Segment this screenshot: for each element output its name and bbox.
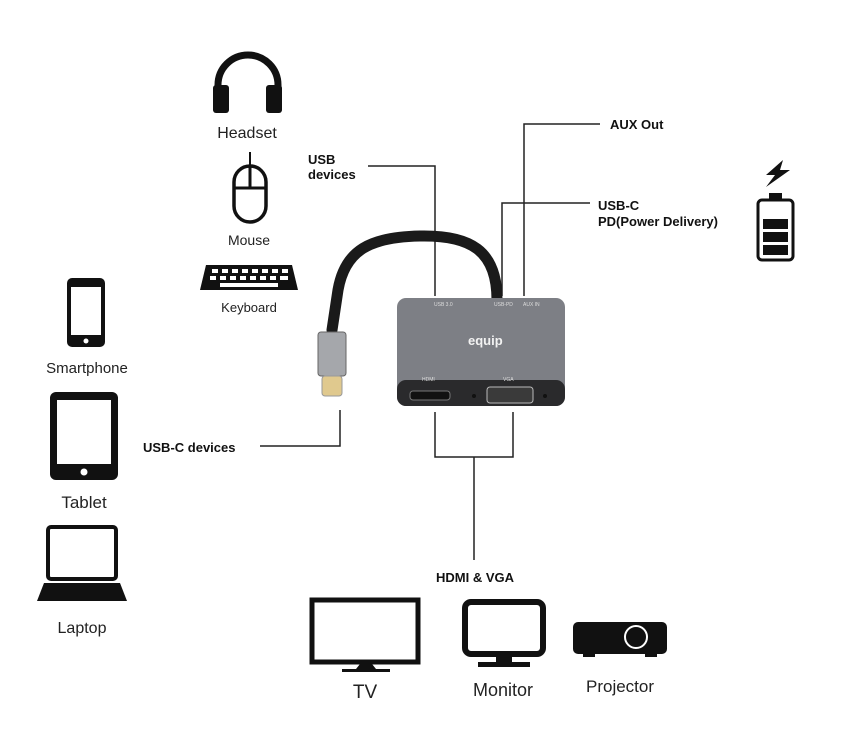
usbc-pd-label-2: PD(Power Delivery) bbox=[598, 214, 718, 229]
hdmi-vga-label: HDMI & VGA bbox=[436, 570, 515, 585]
projector-icon bbox=[573, 622, 667, 657]
keyboard-label: Keyboard bbox=[221, 300, 277, 315]
port-label-usbpd: USB-PD bbox=[494, 302, 513, 308]
headset-icon bbox=[213, 51, 282, 113]
aux-leader-line bbox=[523, 123, 600, 296]
tablet-label: Tablet bbox=[61, 493, 107, 512]
projector-label: Projector bbox=[586, 677, 654, 696]
usb-devices-label-2: devices bbox=[308, 167, 356, 182]
port-label-vga: VGA bbox=[503, 377, 514, 383]
usb-c-plug-tip bbox=[321, 375, 343, 397]
usb-devices-label-1: USB bbox=[308, 152, 335, 167]
headset-label: Headset bbox=[217, 125, 277, 142]
hdmi-vga-leader-line bbox=[434, 412, 514, 560]
brand-logo: equip bbox=[468, 333, 503, 348]
aux-out-label: AUX Out bbox=[610, 117, 664, 132]
keyboard-icon bbox=[200, 265, 298, 290]
usb-devices-leader-line bbox=[368, 165, 436, 296]
battery-charging-icon bbox=[756, 160, 795, 262]
monitor-label: Monitor bbox=[473, 680, 533, 700]
laptop-label: Laptop bbox=[58, 620, 107, 637]
hdmi-port bbox=[409, 390, 451, 401]
vga-port bbox=[486, 386, 534, 404]
tablet-icon bbox=[50, 392, 118, 480]
tv-icon bbox=[309, 597, 421, 672]
smartphone-label: Smartphone bbox=[46, 360, 128, 377]
mouse-icon bbox=[232, 152, 268, 224]
usbc-devices-leader-line bbox=[260, 410, 341, 447]
tv-label: TV bbox=[353, 682, 378, 703]
port-label-usb3: USB 3.0 bbox=[434, 302, 453, 308]
smartphone-icon bbox=[67, 278, 105, 347]
usb-c-cable bbox=[326, 230, 503, 336]
usb-c-plug-housing bbox=[317, 331, 347, 377]
adapter-hub: USB 3.0 USB-PD AUX IN equip HDMI VGA bbox=[397, 298, 565, 406]
mouse-label: Mouse bbox=[228, 232, 270, 248]
port-label-aux: AUX IN bbox=[523, 302, 540, 308]
laptop-icon bbox=[37, 525, 127, 601]
usbc-devices-label: USB-C devices bbox=[143, 440, 235, 455]
usbc-pd-label-1: USB-C bbox=[598, 198, 640, 213]
usbc-pd-leader-line bbox=[501, 202, 590, 296]
monitor-icon bbox=[462, 599, 546, 667]
port-label-hdmi: HDMI bbox=[422, 377, 435, 383]
